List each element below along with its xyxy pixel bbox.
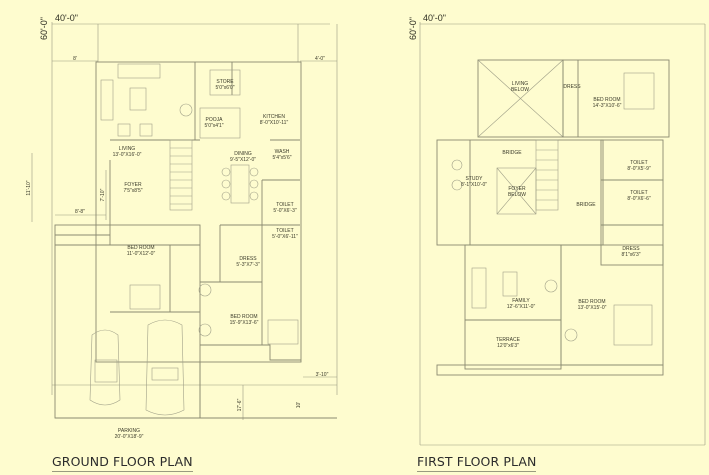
svg-text:5'-3"X7'-3": 5'-3"X7'-3" <box>236 262 259 268</box>
svg-text:5'4"x5'6": 5'4"x5'6" <box>272 155 291 161</box>
svg-text:WASH: WASH <box>275 149 290 155</box>
svg-text:20'-0"X18'-9": 20'-0"X18'-9" <box>115 434 144 440</box>
first-plot-width: 40'-0" <box>423 13 446 23</box>
svg-text:BELOW: BELOW <box>511 87 529 93</box>
ground-floor-plan: 40'-0" 60'-0" 8' 4'-0" 11'-10" 7'-10" 8'… <box>26 13 338 440</box>
svg-text:3'-10": 3'-10" <box>316 372 329 378</box>
svg-text:BED ROOM: BED ROOM <box>127 245 154 251</box>
ground-plot-width: 40'-0" <box>55 13 78 23</box>
bed-icon <box>129 283 299 345</box>
svg-text:7'5"x8'5": 7'5"x8'5" <box>123 188 142 194</box>
svg-text:12'-6"X11'-0": 12'-6"X11'-0" <box>507 304 536 310</box>
svg-text:11'-0"X12'-0": 11'-0"X12'-0" <box>127 251 156 257</box>
svg-text:7'-10": 7'-10" <box>100 188 106 201</box>
svg-text:TOILET: TOILET <box>276 228 293 234</box>
svg-text:DRESS: DRESS <box>622 246 640 252</box>
svg-text:POOJA: POOJA <box>206 117 224 123</box>
svg-text:8'-0"X6'-6": 8'-0"X6'-6" <box>627 196 650 202</box>
svg-text:4'-0": 4'-0" <box>315 56 325 62</box>
svg-text:DRESS: DRESS <box>563 84 581 90</box>
svg-text:10': 10' <box>296 402 302 409</box>
svg-text:11'-10": 11'-10" <box>26 180 32 195</box>
svg-text:5'-0"X6'-3": 5'-0"X6'-3" <box>273 208 296 214</box>
svg-text:5'0"x4'1": 5'0"x4'1" <box>204 123 223 129</box>
svg-text:DINING: DINING <box>234 151 252 157</box>
svg-text:DRESS: DRESS <box>239 256 257 262</box>
svg-text:5'0"x6'0": 5'0"x6'0" <box>215 85 234 91</box>
svg-text:PARKING: PARKING <box>118 428 140 434</box>
first-plot-depth: 60'-0" <box>408 17 418 40</box>
svg-text:8'-8": 8'-8" <box>75 209 85 215</box>
svg-text:TOILET: TOILET <box>630 160 647 166</box>
svg-text:14'-3"X10'-6": 14'-3"X10'-6" <box>593 103 622 109</box>
sofa-icon <box>100 63 193 137</box>
svg-text:TERRACE: TERRACE <box>496 337 521 343</box>
svg-text:15'-9"X13'-6": 15'-9"X13'-6" <box>230 320 259 326</box>
svg-text:BED ROOM: BED ROOM <box>230 314 257 320</box>
svg-text:LIVING: LIVING <box>119 146 136 152</box>
svg-text:TOILET: TOILET <box>630 190 647 196</box>
ground-stairs-icon <box>169 139 193 211</box>
svg-text:13'-0"X16'-0": 13'-0"X16'-0" <box>113 152 142 158</box>
svg-text:17'-6": 17'-6" <box>237 398 243 411</box>
ground-plot-depth: 60'-0" <box>39 17 49 40</box>
svg-text:8'-0"X10'-11": 8'-0"X10'-11" <box>260 120 289 126</box>
svg-text:BRIDGE: BRIDGE <box>502 150 522 156</box>
car-icon <box>89 319 185 416</box>
svg-text:8'-0"X5'-9": 8'-0"X5'-9" <box>627 166 650 172</box>
svg-text:12'0"x6'3": 12'0"x6'3" <box>497 343 519 349</box>
svg-text:FOYER: FOYER <box>508 186 526 192</box>
svg-text:9'-5"X12'-0": 9'-5"X12'-0" <box>230 157 256 163</box>
svg-text:KITCHEN: KITCHEN <box>263 114 285 120</box>
svg-text:BED ROOM: BED ROOM <box>593 97 620 103</box>
svg-text:STORE: STORE <box>216 79 234 85</box>
svg-text:FAMILY: FAMILY <box>512 298 530 304</box>
svg-text:BED ROOM: BED ROOM <box>578 299 605 305</box>
svg-text:LIVING: LIVING <box>512 81 529 87</box>
svg-text:13'-0"X15'-0": 13'-0"X15'-0" <box>578 305 607 311</box>
ground-floor-title: GROUND FLOOR PLAN <box>52 454 193 472</box>
svg-text:8': 8' <box>73 56 77 62</box>
svg-text:STUDY: STUDY <box>466 176 484 182</box>
dining-table-icon <box>221 164 259 204</box>
svg-text:BRIDGE: BRIDGE <box>576 202 596 208</box>
first-stairs-icon <box>535 139 559 211</box>
svg-text:BELOW: BELOW <box>508 192 526 198</box>
svg-text:FOYER: FOYER <box>124 182 142 188</box>
svg-text:8'1"x6'3": 8'1"x6'3" <box>621 252 640 258</box>
first-floor-title: FIRST FLOOR PLAN <box>417 454 537 472</box>
svg-text:TOILET: TOILET <box>276 202 293 208</box>
svg-text:8'-1"X10'-0": 8'-1"X10'-0" <box>461 182 487 188</box>
svg-text:5'-0"X6'-11": 5'-0"X6'-11" <box>272 234 298 240</box>
